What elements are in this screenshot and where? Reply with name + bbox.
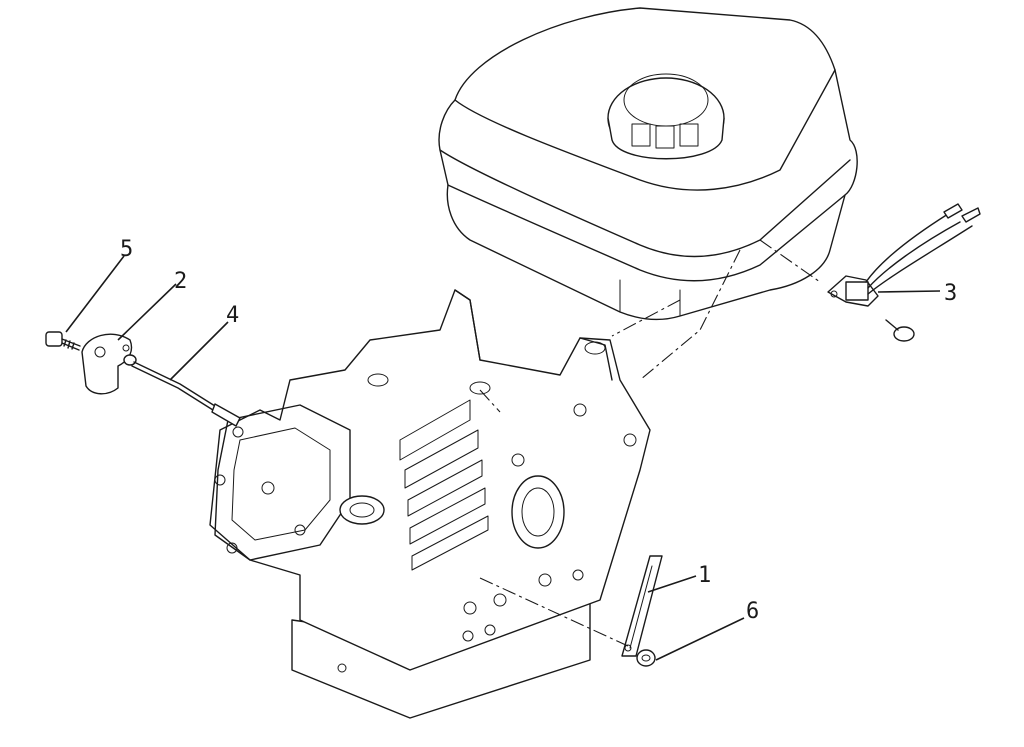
- callout-6: 6: [746, 599, 759, 624]
- fuel-cap: [607, 73, 725, 160]
- callout-1: 1: [698, 563, 711, 588]
- leader-lines: [65, 255, 941, 661]
- fuel-tank: [438, 7, 858, 321]
- callout-2: 2: [174, 269, 187, 294]
- assembly-centerlines: [479, 239, 821, 647]
- callout-4: 4: [226, 303, 239, 328]
- callout-3: 3: [944, 281, 957, 306]
- part-4-probe: [123, 354, 241, 427]
- engine-block: [209, 289, 651, 719]
- part-1-bracket: [621, 555, 663, 657]
- part-3-connector: [827, 203, 981, 342]
- callout-5: 5: [120, 237, 133, 262]
- part-6-bolt: [636, 649, 656, 667]
- callout-labels: 1 2 3 4 5 6: [120, 237, 957, 624]
- part-2-flange-switch: [81, 333, 133, 395]
- part-5-bolt: [45, 331, 81, 351]
